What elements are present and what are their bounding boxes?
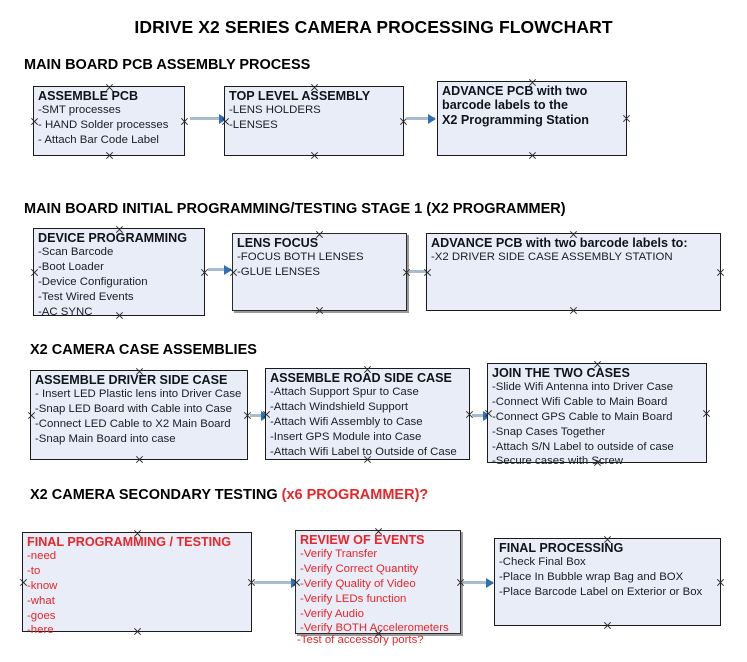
section-heading-3: X2 CAMERA CASE ASSEMBLIES	[30, 342, 257, 358]
box-line: -Attach S/N Label to outside of case	[492, 440, 674, 453]
box-line: -Attach Wifi Assembly to Case	[270, 416, 423, 428]
box-line: -X2 DRIVER SIDE CASE ASSEMBLY STATION	[431, 251, 673, 264]
box-title: ADVANCE PCB with two barcode labels to:	[431, 236, 688, 250]
box-title: TOP LEVEL ASSEMBLY	[229, 89, 371, 103]
box-line: - HAND Solder processes	[38, 119, 169, 132]
box-line: -Verify Transfer	[300, 548, 378, 561]
resize-handle-bottom[interactable]	[105, 151, 114, 160]
box-line: -Snap Main Board into case	[35, 432, 176, 445]
connector-arrow	[463, 577, 494, 588]
box-line: -Connect Wifi Cable to Main Board	[492, 396, 668, 409]
box-line: -Insert GPS Module into Case	[270, 430, 422, 443]
arrowhead-icon	[486, 577, 494, 588]
section-heading-1: MAIN BOARD PCB ASSEMBLY PROCESS	[24, 57, 310, 73]
box-title: FINAL PROGRAMMING / TESTING	[27, 535, 232, 549]
section-heading-4-text: X2 CAMERA SECONDARY TESTING	[30, 487, 282, 503]
box-title-line2: barcode labels to the	[442, 98, 568, 113]
box-title: DEVICE PROGRAMMING	[38, 231, 188, 245]
resize-handle-bottom[interactable]	[603, 621, 612, 630]
box-line: -goes	[27, 609, 56, 622]
section-heading-3-text: X2 CAMERA CASE ASSEMBLIES	[30, 342, 257, 358]
box-line: -here	[27, 624, 54, 637]
box-overflow-text: -Test of accessory ports?	[297, 634, 424, 646]
box-line: -GLUE LENSES	[237, 266, 320, 279]
box-join-the-two-cases[interactable]: JOIN THE TWO CASES -Slide Wifi Antenna i…	[487, 363, 707, 467]
resize-handle-left[interactable]	[423, 268, 432, 277]
box-line: -to	[27, 565, 41, 578]
box-line: -what	[27, 594, 55, 607]
connector-arrow	[208, 264, 232, 275]
box-line: -Snap Cases Together	[492, 425, 606, 438]
box-final-processing[interactable]: FINAL PROCESSING -Check Final Box -Place…	[494, 538, 721, 626]
box-line: -Connect GPS Cable to Main Board	[492, 411, 673, 423]
box-line: -LENSES	[229, 119, 278, 132]
section-heading-2-text: MAIN BOARD INITIAL PROGRAMMING/TESTING S…	[24, 201, 566, 217]
box-line: -FOCUS BOTH LENSES	[237, 251, 364, 264]
box-line: -SMT processes	[38, 104, 121, 117]
box-line: -Attach Windshield Support	[270, 401, 409, 414]
page-title: IDRIVE X2 SERIES CAMERA PROCESSING FLOWC…	[134, 17, 613, 37]
box-line: -Scan Barcode	[38, 246, 114, 259]
box-title: REVIEW OF EVENTS	[300, 533, 425, 547]
box-line: -Snap LED Board with Cable into Case	[35, 403, 232, 416]
box-top-level-assembly[interactable]: TOP LEVEL ASSEMBLY -LENS HOLDERS -LENSES	[224, 86, 404, 156]
box-line: -LENS HOLDERS	[229, 104, 321, 117]
box-line: -Connect LED Cable to X2 Main Board	[35, 418, 231, 430]
box-line: -Device Configuration	[38, 276, 148, 288]
box-device-programming[interactable]: DEVICE PROGRAMMING -Scan Barcode -Boot L…	[33, 228, 205, 318]
box-line: -Test Wired Events	[38, 290, 134, 303]
box-line: -Check Final Box	[499, 556, 586, 569]
box-title: ASSEMBLE ROAD SIDE CASE	[270, 371, 452, 385]
box-title: LENS FOCUS	[237, 236, 319, 250]
box-line: -know	[27, 580, 58, 592]
section-heading-1-text: MAIN BOARD PCB ASSEMBLY PROCESS	[24, 57, 311, 73]
box-title: FINAL PROCESSING	[499, 541, 624, 555]
box-line: - Attach Bar Code Label	[38, 134, 159, 146]
box-line: - Insert LED Plastic lens into Driver Ca…	[35, 388, 242, 401]
box-advance-pcb-programming-station[interactable]: ADVANCE PCB with two barcode labels to t…	[437, 81, 627, 156]
box-review-of-events[interactable]: REVIEW OF EVENTS -Verify Transfer -Verif…	[295, 530, 461, 634]
connector-arrow	[406, 113, 436, 124]
connector-arrow	[190, 113, 227, 124]
box-assemble-driver-side-case[interactable]: ASSEMBLE DRIVER SIDE CASE - Insert LED P…	[30, 370, 248, 460]
box-line: -need	[27, 550, 57, 563]
box-lens-focus[interactable]: LENS FOCUS -FOCUS BOTH LENSES -GLUE LENS…	[232, 233, 407, 311]
box-title: ASSEMBLE PCB	[38, 89, 139, 103]
resize-handle-bottom[interactable]	[315, 306, 324, 315]
box-title: ASSEMBLE DRIVER SIDE CASE	[35, 373, 228, 387]
box-line: -AC SYNC	[38, 305, 93, 318]
box-line: -Verify BOTH Accelerometers	[300, 622, 449, 635]
box-line: -Verify Correct Quantity	[300, 563, 419, 576]
arrowhead-icon	[224, 264, 232, 275]
box-line: -Place In Bubble wrap Bag and BOX	[499, 571, 684, 584]
box-assemble-pcb[interactable]: ASSEMBLE PCB -SMT processes - HAND Solde…	[33, 86, 185, 156]
resize-handle-bottom[interactable]	[528, 151, 537, 160]
box-title-line3: X2 Programming Station	[442, 112, 589, 127]
box-advance-pcb-driver-side[interactable]: ADVANCE PCB with two barcode labels to: …	[426, 233, 721, 311]
box-line: -Attach Wifi Label to Outside of Case	[270, 445, 457, 458]
box-line: -Verify Quality of Video	[300, 578, 416, 590]
resize-handle-right[interactable]	[716, 268, 725, 277]
box-title: ADVANCE PCB with two	[442, 84, 588, 98]
section-heading-2: MAIN BOARD INITIAL PROGRAMMING/TESTING S…	[24, 201, 566, 217]
box-title: JOIN THE TWO CASES	[492, 366, 630, 380]
resize-handle-bottom[interactable]	[569, 306, 578, 315]
section-heading-4: X2 CAMERA SECONDARY TESTING (x6 PROGRAMM…	[30, 487, 428, 503]
box-line: -Place Barcode Label on Exterior or Box	[499, 586, 703, 598]
box-line: -Verify Audio	[300, 607, 364, 620]
resize-handle-bottom[interactable]	[135, 455, 144, 464]
resize-handle-bottom[interactable]	[310, 151, 319, 160]
arrowhead-icon	[428, 113, 436, 124]
box-final-programming-testing[interactable]: FINAL PROGRAMMING / TESTING -need -to -k…	[22, 532, 252, 636]
box-line: -Attach Support Spur to Case	[270, 386, 419, 399]
box-line: -Slide Wifi Antenna into Driver Case	[492, 381, 674, 394]
section-heading-4-note: (x6 PROGRAMMER)?	[281, 487, 429, 503]
box-line: -Boot Loader	[38, 261, 104, 274]
box-line: -Secure cases with Screw	[492, 455, 624, 468]
connector-arrow	[254, 577, 299, 588]
box-line: -Verify LEDs function	[300, 592, 407, 605]
box-assemble-road-side-case[interactable]: ASSEMBLE ROAD SIDE CASE -Attach Support …	[265, 368, 470, 460]
